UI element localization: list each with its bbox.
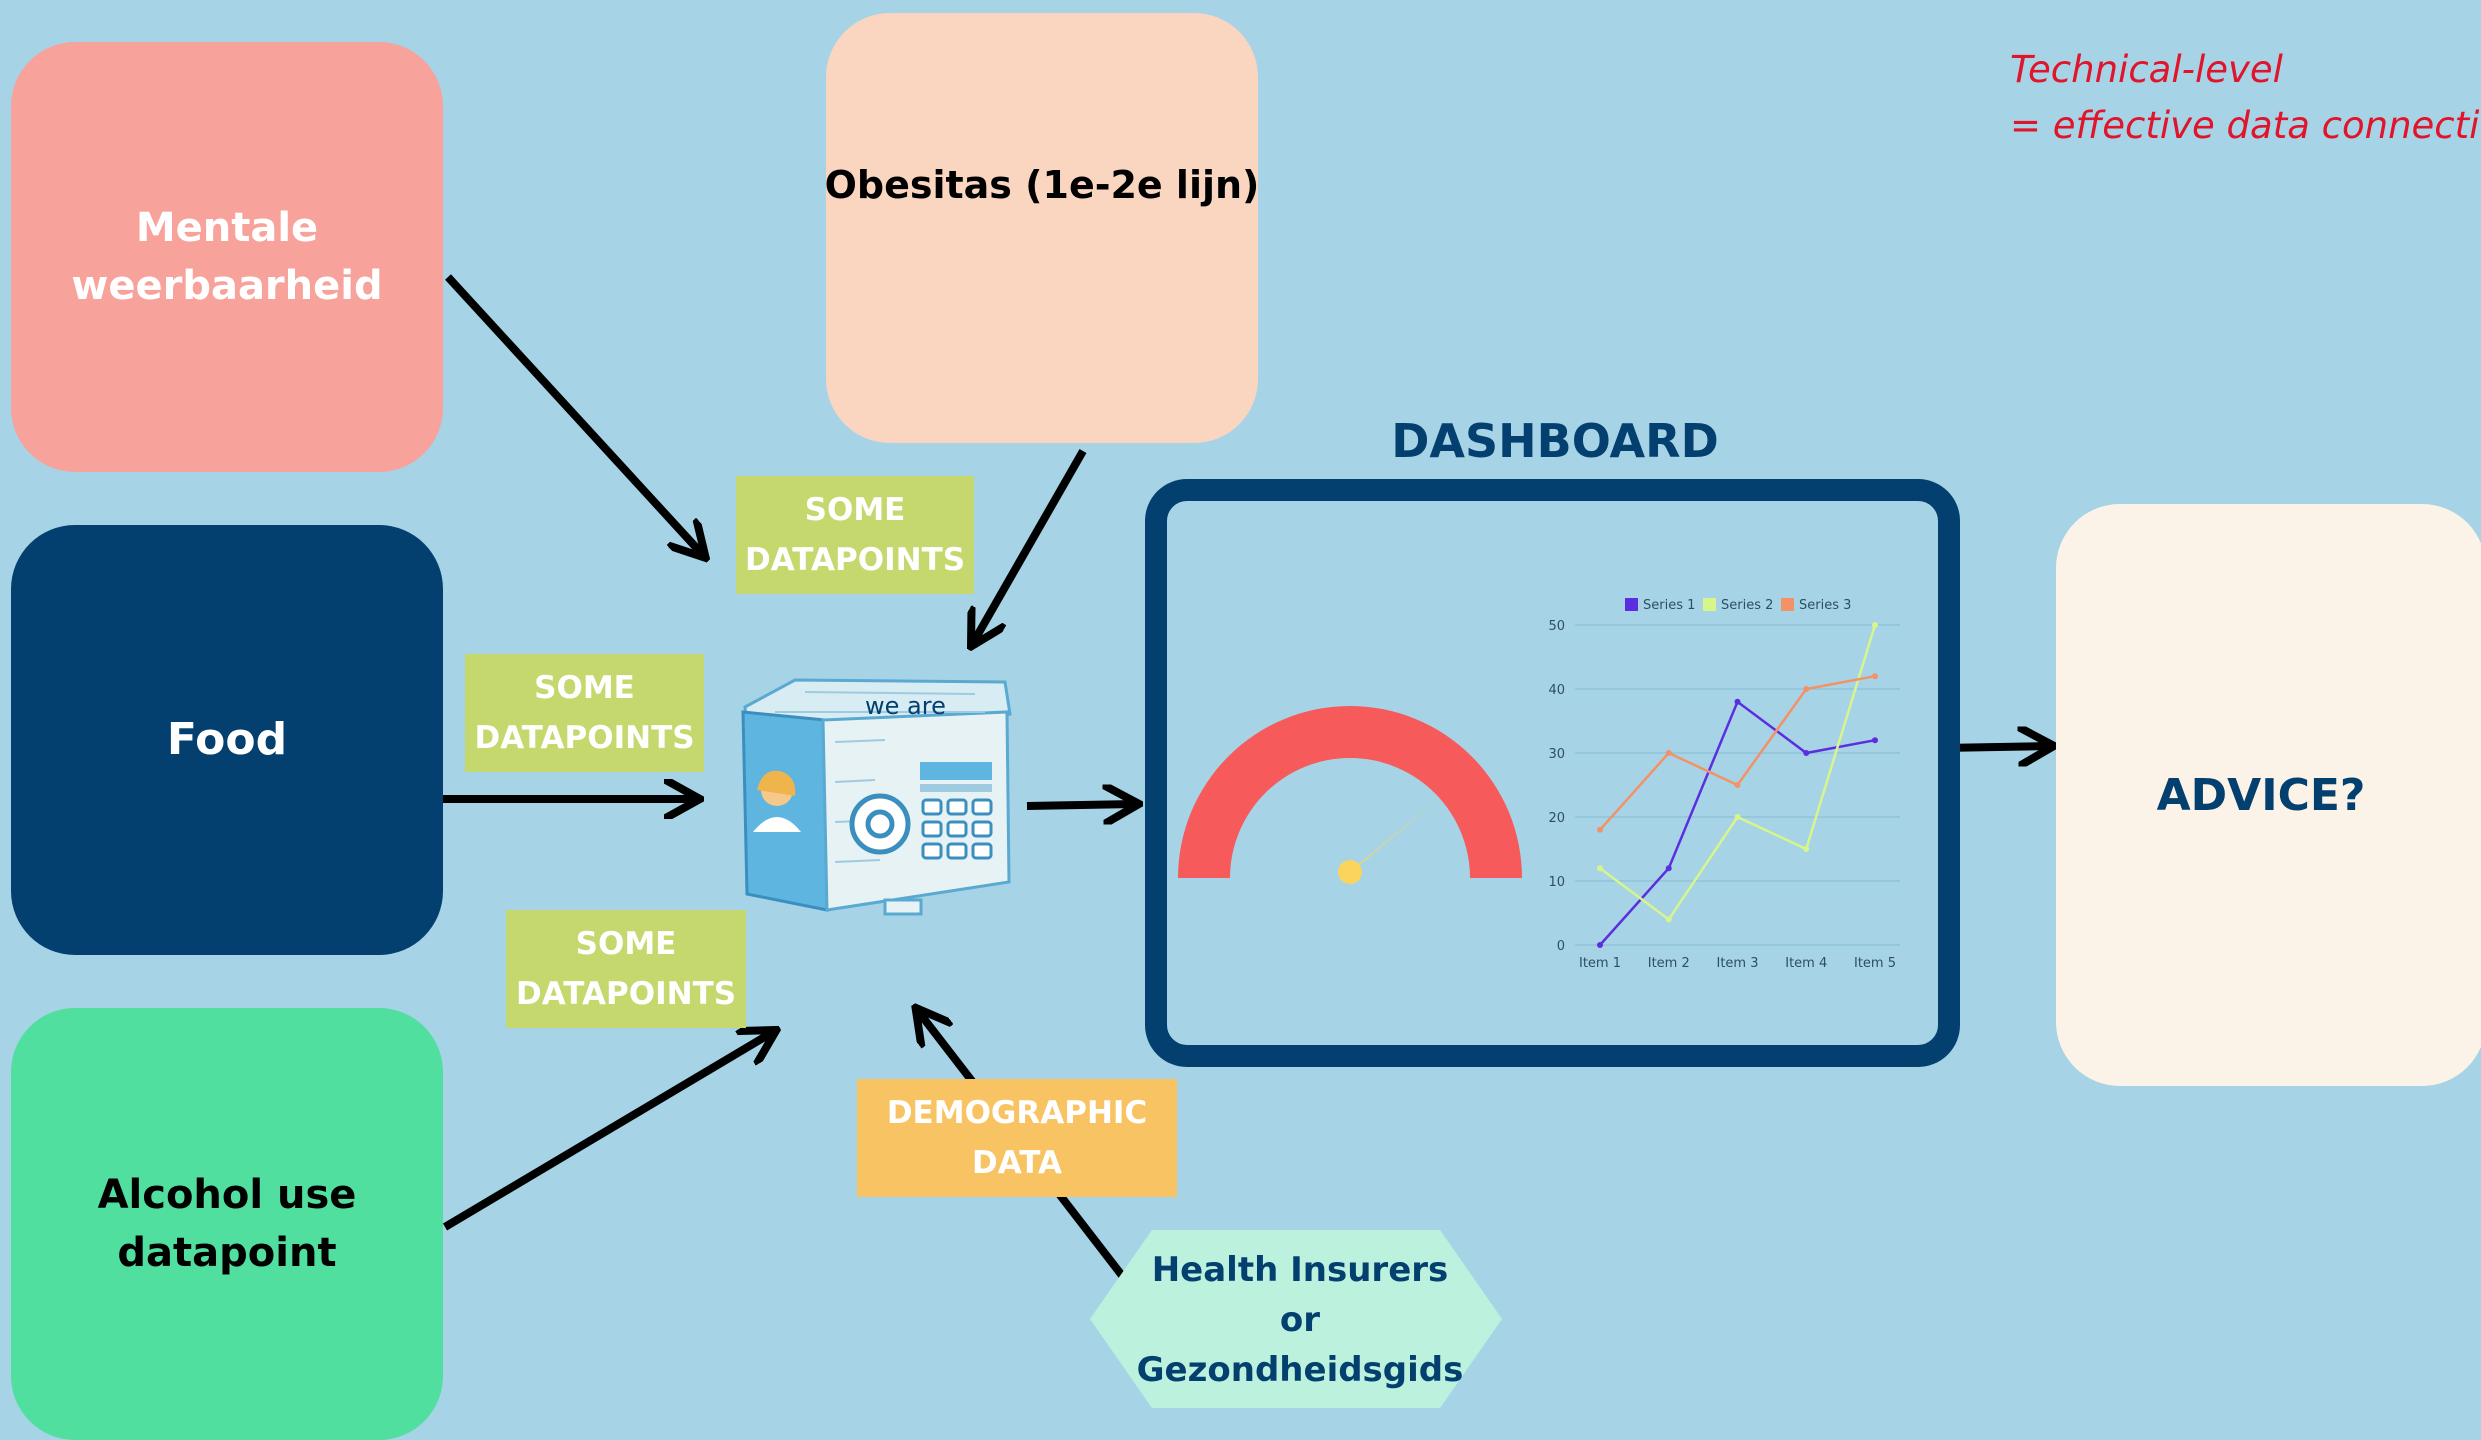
- tag-text: DEMOGRAPHIC DATA: [886, 1095, 1148, 1181]
- legend-swatch: [1781, 598, 1794, 611]
- alcohol-label: Alcohol use datapoint: [97, 1172, 357, 1276]
- series-line: [1599, 699, 1876, 946]
- data-point: [1803, 686, 1810, 692]
- data-point: [1803, 846, 1810, 852]
- y-tick-label: 10: [1548, 875, 1565, 890]
- insurers-line3: Gezondheidsgids: [1136, 1350, 1464, 1390]
- y-tick-label: 0: [1557, 939, 1565, 954]
- tag-text: SOME DATAPOINTS: [515, 926, 737, 1012]
- tag-some-datapoints-bottom: SOME DATAPOINTS: [506, 910, 746, 1028]
- advice-box: ADVICE?: [2056, 504, 2481, 1086]
- data-point: [1597, 865, 1603, 872]
- x-tick-label: Item 2: [1648, 956, 1690, 971]
- y-tick-label: 20: [1548, 811, 1565, 826]
- y-tick-label: 30: [1548, 747, 1565, 762]
- food-label: Food: [166, 714, 288, 765]
- arrow-mentale-to-hub: [445, 274, 703, 555]
- data-point: [1665, 750, 1672, 756]
- dashboard-title-text: DASHBOARD: [1391, 414, 1719, 468]
- data-point: [1872, 673, 1878, 680]
- source-food: Food: [11, 525, 443, 955]
- source-obesitas: Obesitas (1e-2e lijn): [824, 13, 1260, 443]
- y-tick-label: 40: [1548, 683, 1565, 698]
- insurers-label: Health Insurers or Gezondheidsgids: [1120, 1240, 1480, 1400]
- data-point: [1597, 826, 1603, 833]
- data-point: [1734, 782, 1741, 788]
- insurers-hexagon: [1090, 1230, 1502, 1408]
- data-point: [1665, 865, 1672, 872]
- arrow-alcohol-to-hub: [442, 1032, 773, 1231]
- obesitas-label: Obesitas (1e-2e lijn): [824, 163, 1260, 207]
- tag-some-datapoints-top: SOME DATAPOINTS: [736, 476, 974, 594]
- data-point: [1734, 814, 1741, 820]
- tag-some-datapoints-middle: SOME DATAPOINTS: [465, 654, 704, 772]
- data-point: [1665, 916, 1672, 923]
- note-line2: = effective data connection: [2010, 104, 2481, 147]
- x-tick-label: Item 1: [1579, 956, 1621, 971]
- dashboard-title: DASHBOARD: [1300, 405, 1810, 477]
- x-tick-label: Item 4: [1785, 956, 1827, 971]
- data-point: [1803, 750, 1810, 756]
- hub-logo-text: we are: [865, 692, 946, 720]
- source-mentale-weerbaarheid: Mentale weerbaarheid: [11, 42, 443, 472]
- legend-swatch: [1703, 598, 1716, 611]
- source-alcohol-use: Alcohol use datapoint: [11, 1008, 443, 1440]
- x-tick-label: Item 5: [1854, 956, 1896, 971]
- data-point: [1734, 698, 1741, 705]
- arrow-obesitas-to-hub: [973, 449, 1087, 643]
- technical-note: Technical-level = effective data connect…: [2010, 42, 2481, 154]
- legend-swatch: [1625, 598, 1638, 611]
- insurers-line2: or: [1279, 1300, 1321, 1340]
- data-point: [1872, 622, 1878, 628]
- dashboard-gauge: [1178, 706, 1522, 884]
- advice-label: ADVICE?: [2156, 769, 2366, 821]
- data-point: [1597, 942, 1603, 948]
- note-line1: Technical-level: [2010, 48, 2283, 91]
- x-tick-label: Item 3: [1717, 956, 1759, 971]
- legend-label: Series 1: [1643, 598, 1695, 613]
- series-line: [1599, 624, 1877, 922]
- legend-label: Series 3: [1799, 598, 1851, 613]
- arrow-dashboard-to-advice: [1941, 746, 2050, 748]
- data-point: [1872, 737, 1878, 744]
- data-safe-hub: we are: [741, 678, 1012, 916]
- tag-text: SOME DATAPOINTS: [474, 670, 695, 756]
- y-tick-label: 50: [1548, 619, 1565, 634]
- arrow-hub-to-dashboard: [1026, 804, 1135, 806]
- insurers-line1: Health Insurers: [1151, 1250, 1449, 1290]
- tag-demographic-data: DEMOGRAPHIC DATA: [857, 1079, 1177, 1197]
- legend-label: Series 2: [1721, 598, 1773, 613]
- mentale-label: Mentale weerbaarheid: [71, 205, 383, 309]
- tag-text: SOME DATAPOINTS: [744, 492, 966, 578]
